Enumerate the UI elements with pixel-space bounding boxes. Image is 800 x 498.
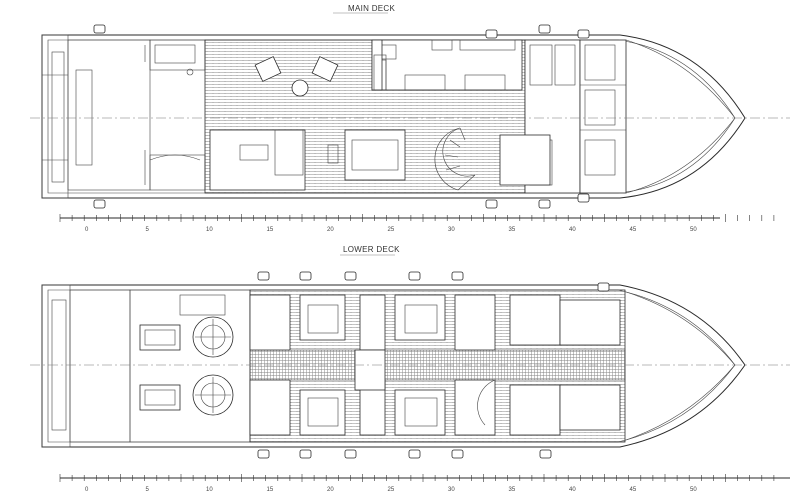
scale-tick-label: 45 [630,227,637,233]
scale-tick-label: 40 [569,487,576,493]
lower-deck-plan: LOWER DECK [30,245,790,493]
scale-tick-label: 0 [85,227,89,233]
scale-tick-label: 35 [509,487,516,493]
scale-tick-label: 40 [569,227,576,233]
scale-tick-label: 50 [690,487,697,493]
engine-room [129,289,251,443]
main-deck-hull [41,34,746,199]
main-deck-fenders [93,24,590,209]
scale-tick-label: 0 [85,487,89,493]
scale-tick-label: 30 [448,227,455,233]
scale-tick-label: 5 [146,487,150,493]
scale-tick-label: 35 [509,227,516,233]
main-deck-title: MAIN DECK [348,4,396,13]
lower-deck-scale: 0 5 10 15 20 25 30 35 40 45 50 [59,474,790,493]
scale-tick-label: 50 [690,227,697,233]
scale-tick-label: 15 [267,487,274,493]
scale-tick-label: 5 [146,227,150,233]
scale-tick-label: 30 [448,487,455,493]
scale-tick-label: 20 [327,227,334,233]
scale-tick-label: 45 [630,487,637,493]
main-spiral-stair [434,127,476,191]
lower-deck-hull [41,284,746,448]
scale-tick-label: 25 [388,227,395,233]
scale-tick-label: 20 [327,487,334,493]
scale-tick-label: 10 [206,487,213,493]
scale-tick-label: 25 [388,487,395,493]
lower-deck-fenders [257,271,610,459]
scale-tick-label: 15 [267,227,274,233]
lower-deck-cabins [249,294,621,436]
lower-deck-title: LOWER DECK [343,245,400,254]
main-deck-plan: MAIN DECK [30,4,790,233]
scale-tick-label: 10 [206,227,213,233]
main-deck-scale: 0 5 10 15 20 25 30 35 40 45 50 [59,214,775,233]
